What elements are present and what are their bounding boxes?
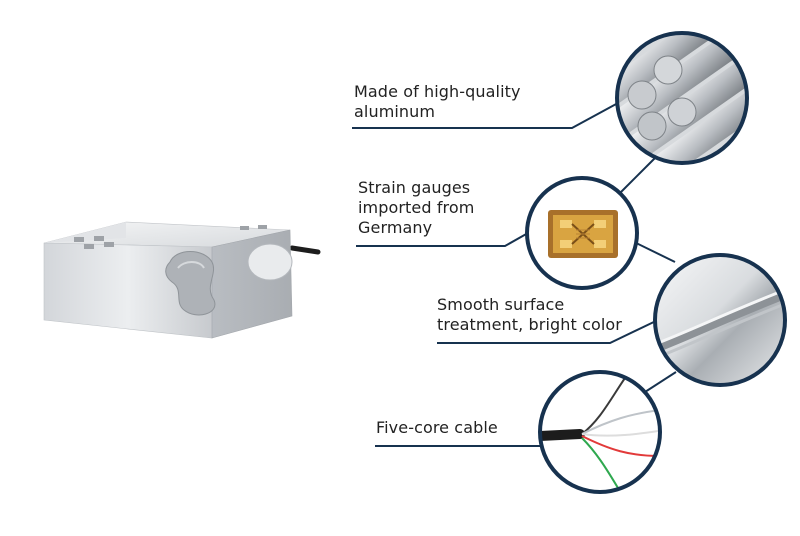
strain-gauge-circle: [525, 176, 639, 290]
feature-label-line: Made of high-quality: [354, 82, 521, 101]
feature-label-line: Smooth surface: [437, 295, 565, 314]
five-core-cable-circle: [538, 370, 662, 494]
feature-label-surface: Smooth surface treatment, bright color: [437, 295, 622, 335]
feature-label-line: Germany: [358, 218, 433, 237]
feature-label-line: treatment, bright color: [437, 315, 622, 334]
feature-label-line: imported from: [358, 198, 475, 217]
feature-label-line: Five-core cable: [376, 418, 498, 437]
feature-label-line: aluminum: [354, 102, 436, 121]
feature-label-aluminum: Made of high-quality aluminum: [354, 82, 521, 122]
aluminum-rods-circle: [615, 31, 749, 165]
feature-label-strain-gauges: Strain gauges imported from Germany: [358, 178, 474, 238]
feature-label-cable: Five-core cable: [376, 418, 498, 438]
load-cell-image: [43, 221, 321, 339]
smooth-surface-circle: [653, 253, 787, 387]
feature-label-line: Strain gauges: [358, 178, 471, 197]
